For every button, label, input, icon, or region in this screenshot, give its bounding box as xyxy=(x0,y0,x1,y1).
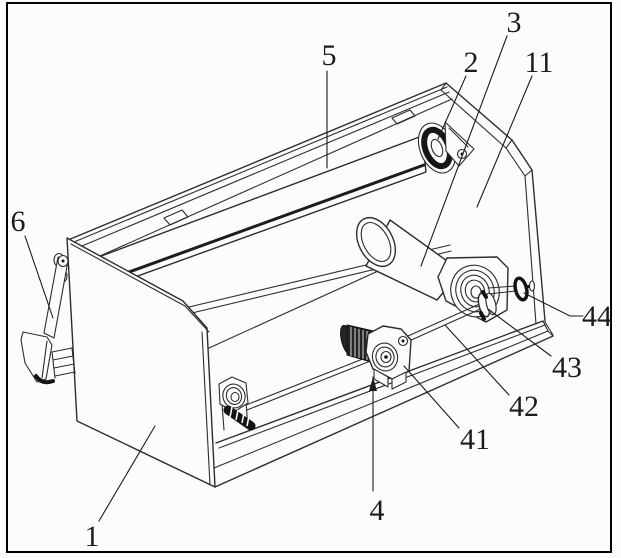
figure-label-3: 3 xyxy=(420,6,522,267)
hinge-stack xyxy=(51,347,76,379)
leader-line-11 xyxy=(476,75,533,208)
figure-numeral-6: 6 xyxy=(11,205,26,238)
left-wall xyxy=(66,237,216,488)
rail-clip-left xyxy=(163,209,189,226)
figure-numeral-11: 11 xyxy=(525,46,554,79)
gearbox-foot-left xyxy=(373,368,389,388)
figure-label-42: 42 xyxy=(444,324,539,423)
figure-numeral-4: 4 xyxy=(370,494,385,527)
figure-label-4: 4 xyxy=(369,376,385,527)
figure-label-6: 6 xyxy=(11,205,54,319)
gearbox-foot-right xyxy=(391,371,407,390)
lever-6 xyxy=(20,254,76,385)
leader-line-43 xyxy=(487,308,552,357)
handwheel-44 xyxy=(487,276,536,302)
figure-numeral-3: 3 xyxy=(507,6,522,39)
figure-label-5: 5 xyxy=(322,39,337,169)
figure-label-2: 2 xyxy=(437,46,479,140)
top-back-rail xyxy=(67,82,453,257)
figure-border xyxy=(6,2,612,553)
leader-line-1 xyxy=(98,425,156,522)
screw-left-bearing xyxy=(218,376,256,431)
leader-line-42 xyxy=(444,324,510,396)
figure-label-43: 43 xyxy=(487,308,582,384)
figure-label-1: 1 xyxy=(85,425,156,553)
figure-label-41: 41 xyxy=(403,365,490,456)
figure-numeral-1: 1 xyxy=(85,520,100,553)
figure-numeral-2: 2 xyxy=(464,46,479,79)
figure-label-11: 11 xyxy=(476,46,554,208)
leader-line-41 xyxy=(403,365,460,429)
roller-shading xyxy=(94,163,426,286)
handwheel xyxy=(513,276,529,302)
latch-hook xyxy=(34,374,55,385)
figure-numeral-43: 43 xyxy=(552,351,582,384)
lead-screw-42 xyxy=(245,301,486,411)
leader-line-2 xyxy=(437,75,467,140)
leader-line-3 xyxy=(420,35,508,267)
rail-clip-right xyxy=(391,109,416,125)
leader-line-6 xyxy=(24,235,54,319)
figure-numeral-41: 41 xyxy=(460,423,490,456)
bearing-housing xyxy=(437,256,509,323)
figure-label-44: 44 xyxy=(523,292,612,333)
lever-arm xyxy=(43,256,69,339)
figure-numeral-42: 42 xyxy=(509,390,539,423)
leader-arrowhead-4 xyxy=(369,377,377,391)
figure-numeral-44: 44 xyxy=(582,300,612,333)
winding-roller-3 xyxy=(355,216,462,301)
figure-numeral-5: 5 xyxy=(322,39,337,72)
leader-line-44 xyxy=(523,292,584,317)
